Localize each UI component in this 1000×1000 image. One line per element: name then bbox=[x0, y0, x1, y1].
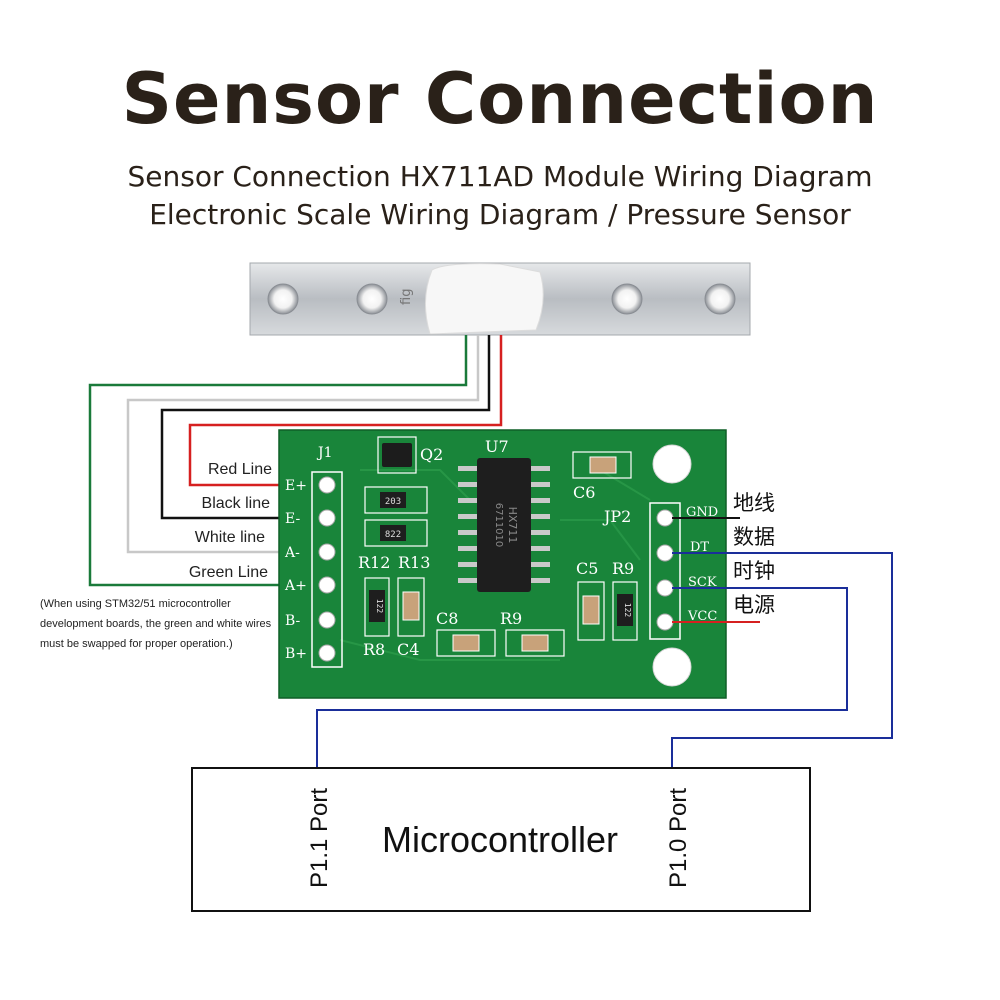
hx711-chip: HX711 6711010 bbox=[458, 458, 550, 592]
load-cell: fig bbox=[249, 262, 751, 336]
jp2-pin-label: VCC bbox=[687, 609, 717, 624]
page-title: Sensor Connection bbox=[121, 58, 879, 140]
jp2-pin-label: GND bbox=[686, 505, 718, 520]
power-cn-label: 电源 bbox=[733, 593, 775, 617]
white-wire bbox=[126, 335, 480, 554]
jp2-pin-sck bbox=[656, 579, 674, 597]
mount-hole bbox=[611, 283, 643, 315]
resistor-r8 bbox=[369, 590, 385, 622]
clock-cn-label: 时钟 bbox=[733, 559, 775, 583]
load-cell-print: fig bbox=[399, 289, 414, 305]
resistor-r9 bbox=[617, 594, 633, 626]
pcb-hole bbox=[652, 647, 692, 687]
j1-pin-label: B- bbox=[285, 613, 301, 629]
j1-pin-e-minus bbox=[318, 509, 336, 527]
capacitor-c6 bbox=[589, 456, 617, 474]
red-wire bbox=[188, 335, 503, 487]
jp2-pin-label: SCK bbox=[688, 575, 717, 590]
resistor-code: 203 bbox=[385, 497, 401, 507]
gnd-cn-label: 地线 bbox=[733, 491, 775, 515]
subtitle-line-2: Electronic Scale Wiring Diagram / Pressu… bbox=[149, 198, 851, 231]
j1-pin-label: A+ bbox=[284, 578, 307, 594]
resistor-203 bbox=[380, 492, 406, 508]
red-wire-label: Red Line bbox=[208, 461, 272, 478]
green-wire bbox=[88, 335, 468, 587]
c4-label: C4 bbox=[397, 640, 419, 659]
port-left-label: P1.1 Port bbox=[306, 788, 333, 888]
subtitle-line-1: Sensor Connection HX711AD Module Wiring … bbox=[127, 160, 873, 193]
j1-pin-label: A- bbox=[284, 545, 300, 561]
mount-hole bbox=[267, 283, 299, 315]
q2-label: Q2 bbox=[420, 445, 443, 464]
capacitor-c7 bbox=[521, 634, 549, 652]
chip-marking: HX711 bbox=[506, 507, 519, 544]
sensor-wires bbox=[88, 335, 503, 587]
data-cn-label: 数据 bbox=[733, 525, 775, 549]
c6-label: C6 bbox=[573, 483, 595, 502]
r9-label: R9 bbox=[612, 559, 634, 578]
r12-label: R12 bbox=[358, 553, 390, 572]
c7-label: R9 bbox=[500, 609, 522, 628]
green-wire-label: Green Line bbox=[189, 564, 268, 581]
resistor-code: 122 bbox=[623, 603, 632, 618]
j1-pin-label: E+ bbox=[285, 478, 307, 494]
r13-label: R13 bbox=[398, 553, 430, 572]
microcontroller-label: Microcontroller bbox=[382, 819, 618, 860]
jp2-label: JP2 bbox=[602, 507, 631, 526]
jp2-pin-dt bbox=[656, 544, 674, 562]
jp2-pin-gnd bbox=[656, 509, 674, 527]
r8-label: R8 bbox=[363, 640, 385, 659]
resistor-code: 122 bbox=[375, 599, 384, 614]
jp2-pin-vcc bbox=[656, 613, 674, 631]
jp2-header-outline bbox=[649, 502, 681, 640]
capacitor-c4 bbox=[402, 591, 420, 621]
j1-pin-e-plus bbox=[318, 476, 336, 494]
j1-pin-label: E- bbox=[285, 511, 300, 527]
jp2-pin-label: DT bbox=[690, 540, 709, 555]
j1-pin-label: B+ bbox=[285, 646, 307, 662]
j1-pin-a-minus bbox=[318, 543, 336, 561]
capacitor-c5 bbox=[582, 595, 600, 625]
j1-label: J1 bbox=[316, 445, 333, 461]
j1-pin-a-plus bbox=[318, 576, 336, 594]
strain-gauge-coating bbox=[424, 263, 544, 335]
dt-wire bbox=[671, 552, 893, 768]
c8-label: C8 bbox=[436, 609, 458, 628]
resistor-code: 822 bbox=[385, 530, 401, 540]
black-wire bbox=[160, 335, 491, 520]
chip-marking: 6711010 bbox=[493, 503, 504, 548]
hx711-board: J1 E+ E- A- A+ B- B+ Q2 HX711 bbox=[278, 429, 727, 699]
j1-pin-b-minus bbox=[318, 611, 336, 629]
u7-label: U7 bbox=[485, 437, 509, 456]
j1-pin-b-plus bbox=[318, 644, 336, 662]
microcontroller-box bbox=[191, 767, 811, 912]
black-wire-label: Black line bbox=[202, 495, 271, 512]
white-wire-label: White line bbox=[195, 529, 265, 546]
resistor-822 bbox=[380, 525, 406, 541]
swap-note: (When using STM32/51 microcontroller dev… bbox=[40, 598, 272, 650]
c5-label: C5 bbox=[576, 559, 598, 578]
transistor-q2 bbox=[382, 443, 412, 467]
capacitor-c8 bbox=[452, 634, 480, 652]
mount-hole bbox=[356, 283, 388, 315]
sck-wire bbox=[316, 587, 848, 768]
j1-header-outline bbox=[311, 471, 343, 668]
pcb-hole bbox=[652, 444, 692, 484]
mount-hole bbox=[704, 283, 736, 315]
port-right-label: P1.0 Port bbox=[665, 788, 692, 888]
